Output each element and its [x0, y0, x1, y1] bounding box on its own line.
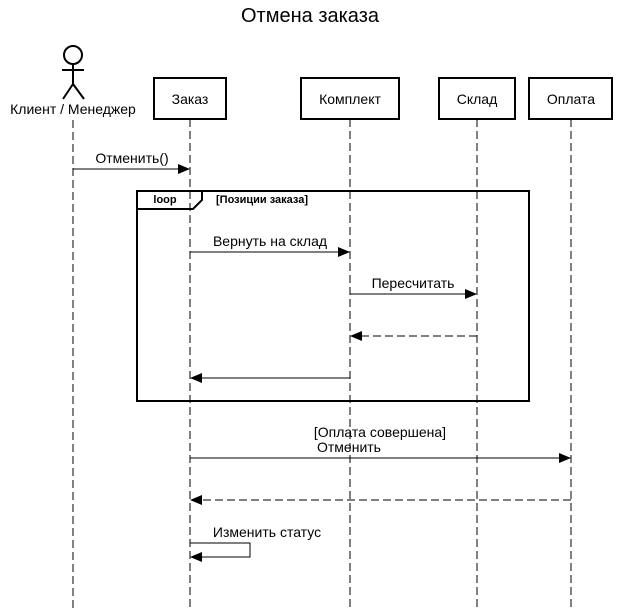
- diagram-title: Отмена заказа: [241, 5, 380, 27]
- loop-fragment-tab: [137, 190, 203, 210]
- actor-label: Клиент / Менеджер: [10, 101, 136, 117]
- participant-payment-box: [528, 77, 613, 120]
- loop-guard: [Позиции заказа]: [216, 194, 308, 206]
- message-return-label: Вернуть на склад: [213, 233, 327, 249]
- message-payment-cancel-label: Отменить: [317, 439, 381, 455]
- participant-order-label: Заказ: [172, 91, 209, 107]
- participant-payment-label: Оплата: [547, 91, 595, 107]
- loop-fragment: [136, 190, 530, 402]
- participant-warehouse-box: [438, 77, 516, 120]
- message-payment-guard: [Оплата совершена]: [314, 424, 446, 440]
- loop-keyword: loop: [153, 194, 176, 206]
- actor-figure: [62, 45, 85, 100]
- participant-warehouse-label: Склад: [457, 91, 498, 107]
- message-cancel-label: Отменить(): [95, 150, 168, 166]
- participant-kit-label: Комплект: [319, 91, 381, 107]
- message-change-status-label: Изменить статус: [213, 524, 321, 540]
- message-change-status-arrow: [190, 542, 251, 562]
- participant-kit-box: [300, 77, 400, 120]
- message-recount-label: Пересчитать: [372, 275, 455, 291]
- participant-order-box: [153, 77, 227, 120]
